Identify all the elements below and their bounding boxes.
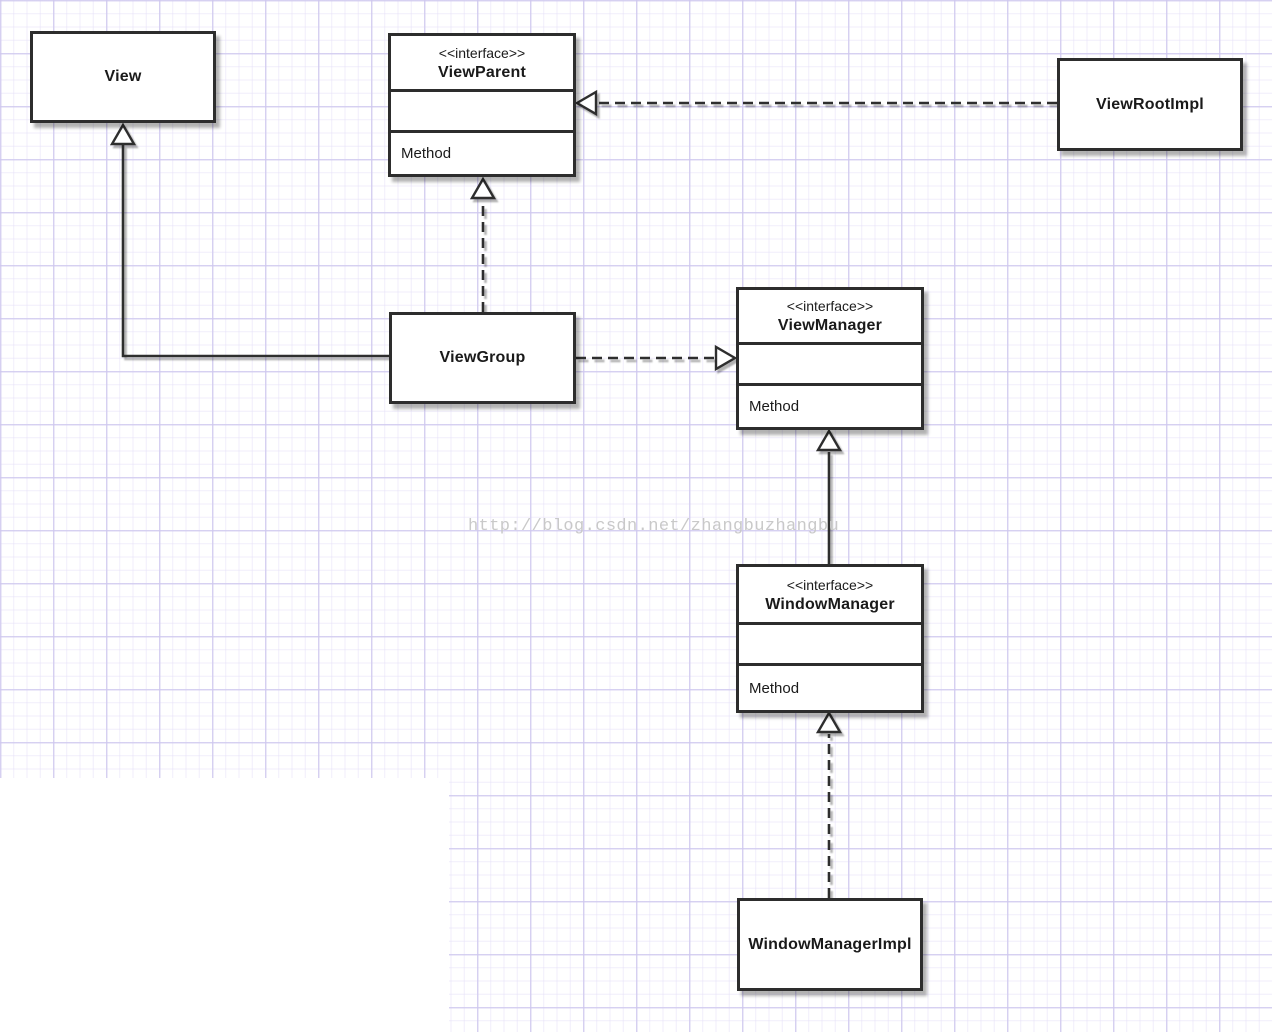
class-box-viewrootimpl: ViewRootImpl (1057, 58, 1243, 151)
class-name-viewmanager: ViewManager (777, 317, 883, 334)
class-name-viewrootimpl: ViewRootImpl (1096, 95, 1204, 113)
windowmanager-methods-compartment: Method (739, 663, 921, 710)
viewparent-methods-compartment: Method (391, 130, 573, 174)
windowmanager-method-label: Method (749, 679, 800, 697)
class-name-windowmanagerimpl: WindowManagerImpl (748, 935, 912, 953)
watermark-text: http://blog.csdn.net/zhangbuzhangbu (468, 517, 840, 536)
class-name-viewgroup: ViewGroup (439, 349, 526, 366)
viewmanager-fields-compartment (739, 342, 921, 383)
class-box-view: View (30, 31, 216, 123)
background-white-patch (0, 778, 449, 1032)
viewparent-fields-compartment (391, 89, 573, 130)
viewparent-stereotype: <<interface>> (438, 44, 526, 61)
viewmanager-header: <<interface>> ViewManager (739, 290, 921, 342)
windowmanager-stereotype: <<interface>> (786, 576, 874, 593)
class-name-windowmanager: WindowManager (765, 595, 895, 613)
class-name-view: View (104, 68, 142, 85)
class-name-viewparent: ViewParent (438, 63, 526, 81)
class-box-viewgroup: ViewGroup (389, 312, 576, 404)
class-box-windowmanagerimpl: WindowManagerImpl (737, 898, 923, 991)
windowmanager-header: <<interface>> WindowManager (739, 567, 921, 622)
class-box-viewparent: <<interface>> ViewParent Method (388, 33, 576, 177)
class-box-windowmanager: <<interface>> WindowManager Method (736, 564, 924, 713)
viewmanager-stereotype: <<interface>> (786, 298, 874, 314)
class-box-viewmanager: <<interface>> ViewManager Method (736, 287, 924, 430)
viewparent-header: <<interface>> ViewParent (391, 36, 573, 89)
viewmanager-methods-compartment: Method (739, 383, 921, 427)
viewparent-method-label: Method (401, 145, 452, 162)
windowmanager-fields-compartment (739, 622, 921, 663)
viewmanager-method-label: Method (749, 398, 800, 415)
